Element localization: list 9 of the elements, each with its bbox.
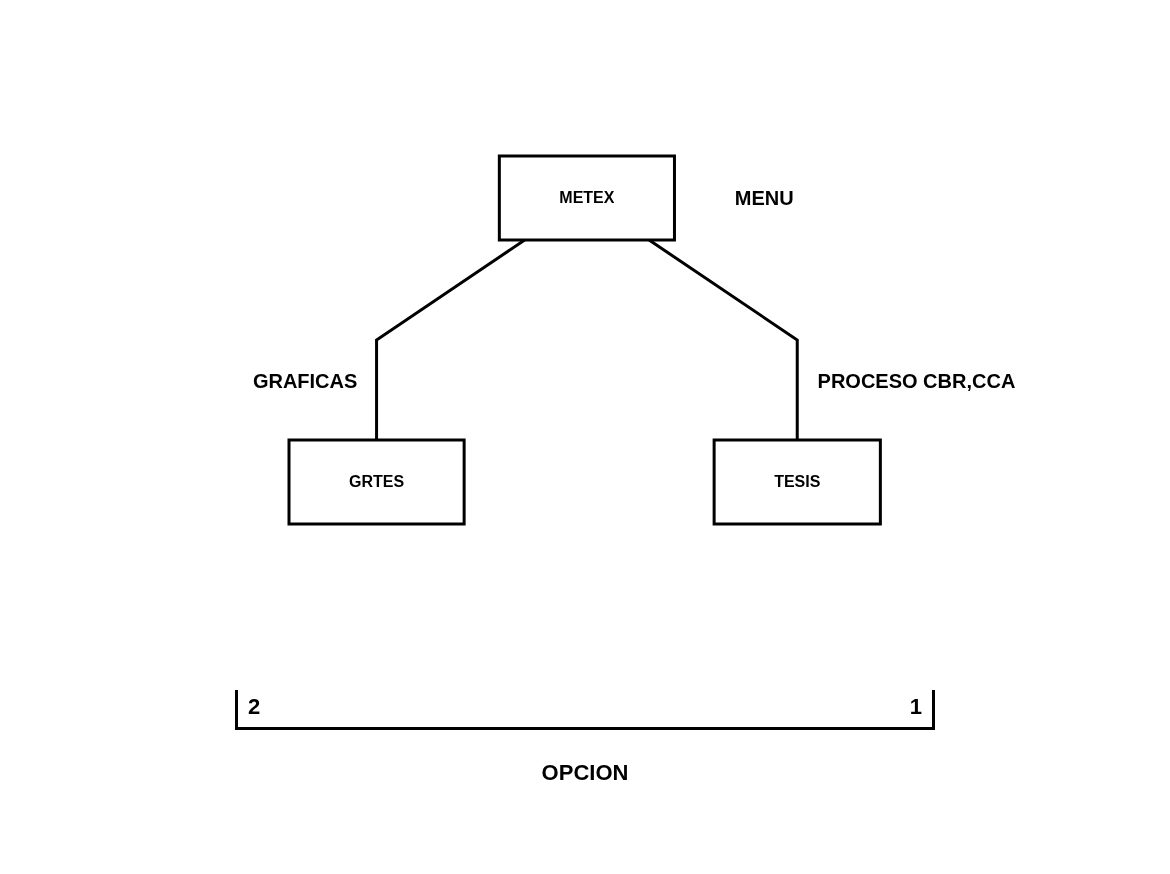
node-box: GRTES bbox=[287, 438, 466, 526]
node-box: METEX bbox=[498, 154, 677, 242]
side-label: PROCESO CBR,CCA bbox=[817, 370, 1016, 393]
bracket-label: OPCION bbox=[541, 760, 629, 786]
option-number: 2 bbox=[248, 694, 261, 720]
side-label: MENU bbox=[734, 186, 794, 210]
node-box: TESIS bbox=[712, 438, 883, 526]
side-label: GRAFICAS bbox=[252, 370, 358, 393]
option-number: 1 bbox=[909, 694, 922, 720]
